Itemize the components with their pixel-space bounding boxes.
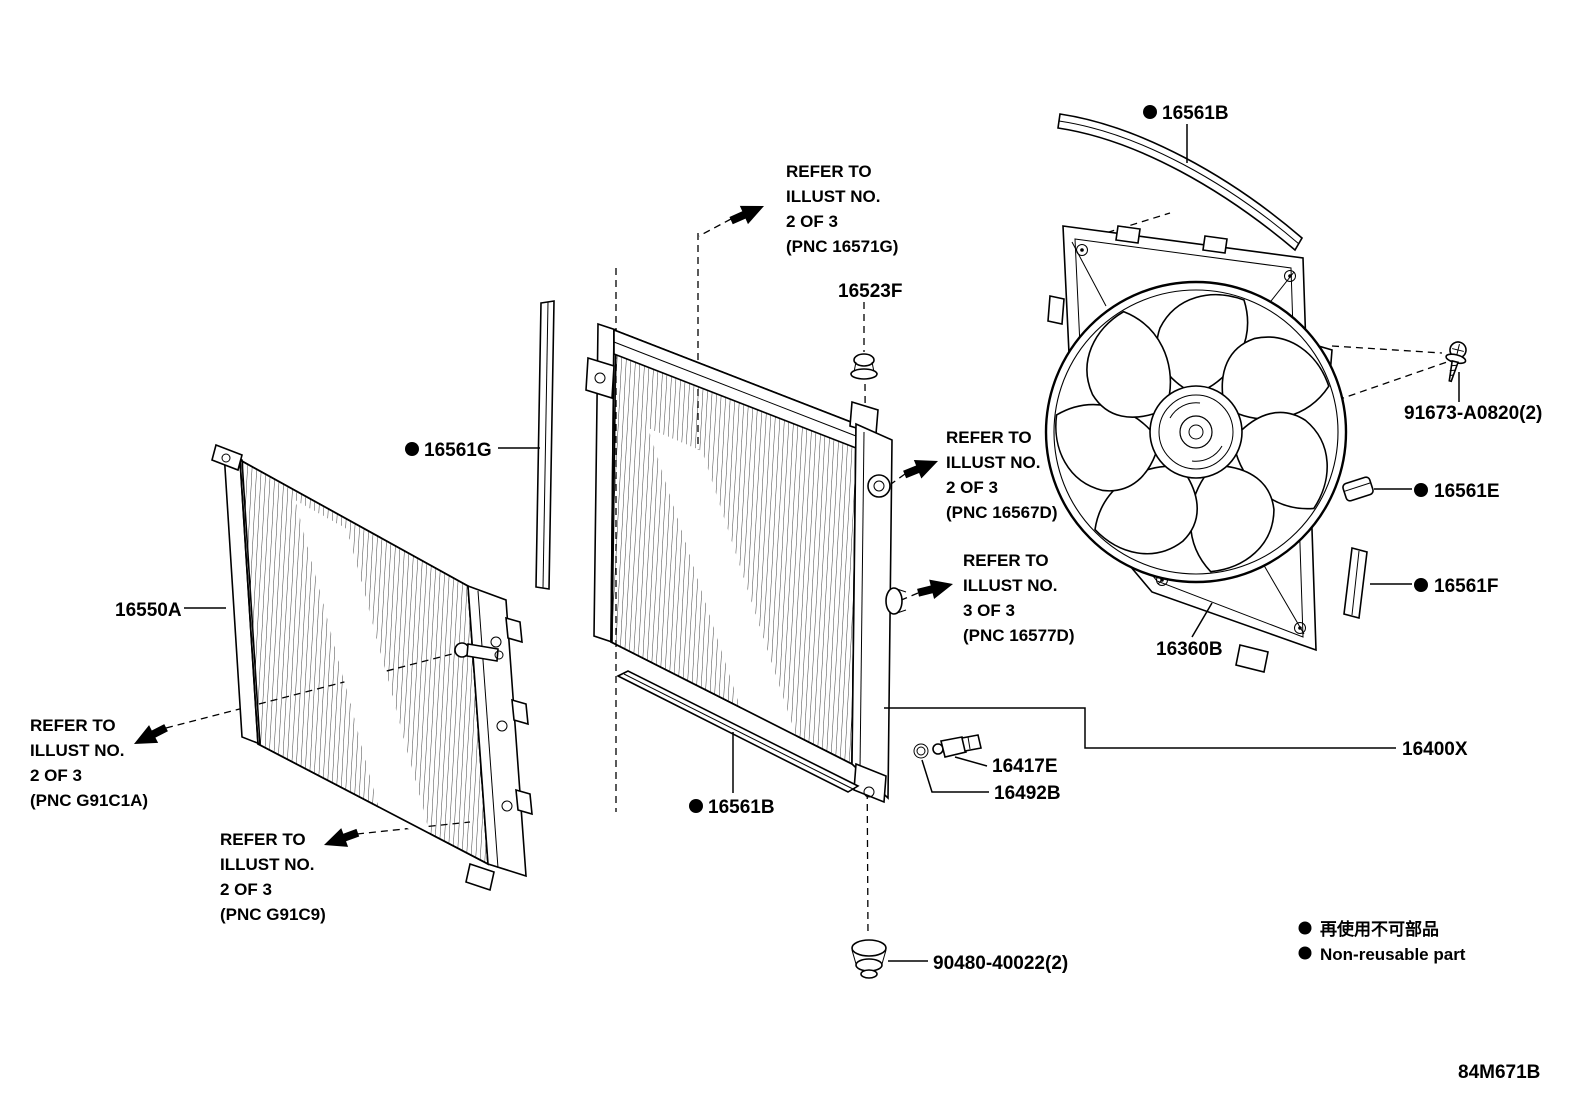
strip-16561f [1343, 546, 1368, 620]
drain-plug-90480 [851, 939, 887, 979]
note-line: REFER TO [946, 428, 1032, 447]
label-16561f: 16561F [1434, 576, 1498, 597]
note-line: 2 OF 3 [220, 880, 272, 899]
label-16561b-top: 16561B [1162, 103, 1229, 124]
label-16561g: 16561G [424, 440, 492, 461]
refer-note-16577d: REFER TO ILLUST NO. 3 OF 3 (PNC 16577D) [963, 551, 1075, 645]
note-line: ILLUST NO. [30, 741, 124, 760]
note-line: 2 OF 3 [786, 212, 838, 231]
note-line: (PNC G91C1A) [30, 791, 148, 810]
grommet-16523f [850, 353, 878, 380]
note-line: REFER TO [30, 716, 116, 735]
legend-dot-jp [1298, 921, 1312, 935]
fan-blades [1055, 293, 1330, 573]
seal-16561b-bottom [616, 670, 860, 793]
note-line: ILLUST NO. [946, 453, 1040, 472]
note-line: 2 OF 3 [946, 478, 998, 497]
label-16417e: 16417E [992, 756, 1058, 777]
note-line: 3 OF 3 [963, 601, 1015, 620]
legend-non-reusable: 再使用不可部品 Non-reusable part [1298, 919, 1466, 964]
non-reusable-dot-16561e [1414, 483, 1428, 497]
non-reusable-dot-16561g [405, 442, 419, 456]
label-16360b: 16360B [1156, 639, 1223, 660]
label-16400x: 16400X [1402, 739, 1468, 760]
part-labels: 16550A 16561G 16523F 16561B 91673-A0820(… [115, 103, 1542, 974]
legend-text-jp: 再使用不可部品 [1320, 919, 1439, 939]
radiator-assembly [585, 322, 907, 804]
arrow-to-note-16567d [903, 459, 938, 479]
label-16561b-bottom: 16561B [708, 797, 775, 818]
note-line: ILLUST NO. [220, 855, 314, 874]
refer-note-16571g: REFER TO ILLUST NO. 2 OF 3 (PNC 16571G) [786, 162, 898, 256]
note-line: (PNC 16567D) [946, 503, 1058, 522]
refer-note-g91c1a: REFER TO ILLUST NO. 2 OF 3 (PNC G91C1A) [30, 716, 148, 810]
note-line: REFER TO [963, 551, 1049, 570]
note-line: REFER TO [220, 830, 306, 849]
non-reusable-dot-16561b-top [1143, 105, 1157, 119]
arrow-to-note-g91c9 [324, 828, 360, 847]
seal-16561g [535, 300, 555, 590]
screw-91673 [1445, 341, 1467, 383]
note-line: 2 OF 3 [30, 766, 82, 785]
non-reusable-dot-16561f [1414, 578, 1428, 592]
note-line: ILLUST NO. [963, 576, 1057, 595]
arrow-to-note-16571g [729, 205, 764, 225]
note-line: (PNC G91C9) [220, 905, 326, 924]
legend-dot-en [1298, 946, 1312, 960]
non-reusable-dot-16561b-bottom [689, 799, 703, 813]
label-90480-40022: 90480-40022(2) [933, 953, 1068, 974]
label-16550a: 16550A [115, 600, 182, 621]
label-91673-a0820: 91673-A0820(2) [1404, 403, 1542, 424]
refer-arrows [134, 205, 953, 847]
note-line: REFER TO [786, 162, 872, 181]
legend-text-en: Non-reusable part [1320, 945, 1466, 964]
label-16523f: 16523F [838, 281, 902, 302]
note-line: (PNC 16577D) [963, 626, 1075, 645]
condenser-assembly [211, 443, 533, 892]
arrow-to-note-g91c1a [134, 724, 168, 744]
leader-lines [184, 124, 1460, 962]
refer-note-16567d: REFER TO ILLUST NO. 2 OF 3 (PNC 16567D) [946, 428, 1058, 522]
note-line: ILLUST NO. [786, 187, 880, 206]
note-line: (PNC 16571G) [786, 237, 898, 256]
drawing-number: 84M671B [1458, 1062, 1540, 1083]
label-16492b: 16492B [994, 783, 1061, 804]
refer-note-g91c9: REFER TO ILLUST NO. 2 OF 3 (PNC G91C9) [220, 830, 326, 924]
arrow-to-note-16577d [917, 579, 953, 600]
sensor-16417e [913, 734, 982, 759]
clip-16561e [1342, 476, 1374, 502]
seal-16561b-top [1057, 113, 1304, 252]
label-16561e: 16561E [1434, 481, 1500, 502]
fan-shroud-assembly [1044, 225, 1348, 673]
